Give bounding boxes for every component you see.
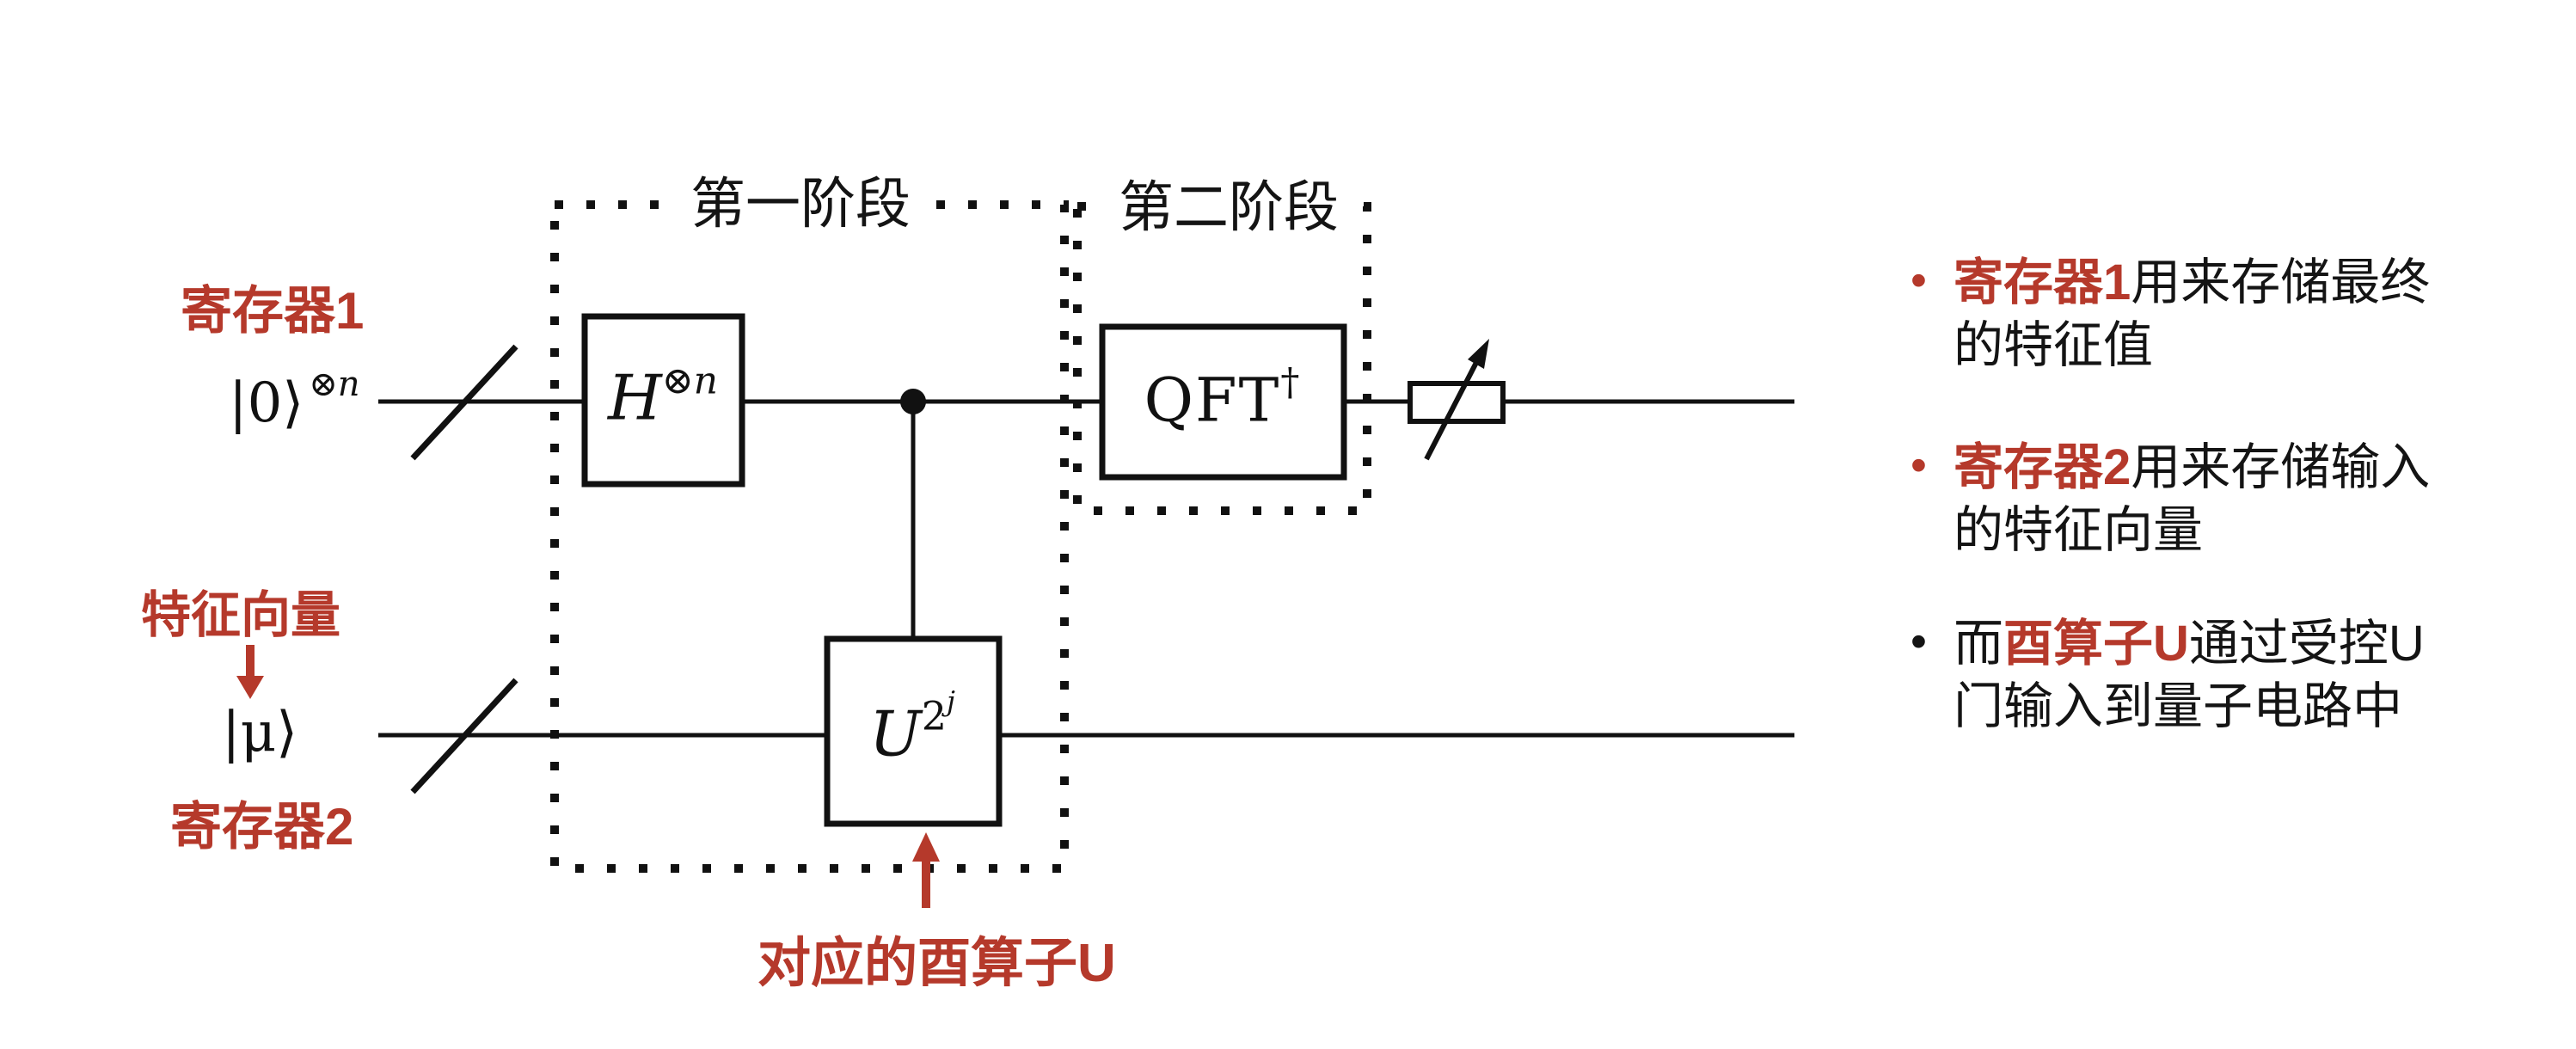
unitary-arrow-head [912, 832, 940, 862]
u-gate-symbol: U [869, 697, 922, 770]
bullet-em: 寄存器1 [1953, 255, 2131, 310]
u-gate-label: U2j [869, 685, 955, 770]
bullet-marker: • [1911, 255, 1927, 306]
qft-dagger: † [1280, 360, 1300, 405]
bullet-em: 寄存器2 [1953, 439, 2131, 495]
bullet-pre: 而 [1953, 616, 2004, 672]
meter-arrow-head [1468, 339, 1489, 369]
ket0-label: |0⟩⊗n [229, 365, 360, 435]
stage2-dotted-box [1073, 202, 1371, 515]
bullet-text: 寄存器1用来存储最终的特征值 [1953, 251, 2469, 377]
ket-mu-close: ⟩ [276, 701, 298, 764]
register2-label: 寄存器2 [170, 798, 354, 856]
bus-slash-top [410, 344, 518, 461]
bullet-marker: • [1911, 439, 1927, 491]
bullet-em: 酉算子U [2003, 616, 2189, 672]
ket-mu-var: μ [240, 701, 277, 764]
u-gate-exp-exp: j [947, 684, 955, 718]
stage2-title: 第二阶段 [1103, 163, 1354, 242]
h-gate-symbol: H [607, 361, 662, 434]
bullet-post: 用来存储输入的特征向量 [1953, 439, 2431, 558]
bullet-register1: • 寄存器1用来存储最终的特征值 [1911, 251, 2478, 377]
register1-label: 寄存器1 [181, 282, 365, 340]
qft-gate-symbol: QFT [1144, 365, 1281, 436]
qft-gate-label: QFT† [1144, 361, 1300, 436]
u-gate-exp-base: 2 [921, 692, 948, 739]
ket0-sup-n: n [337, 365, 360, 404]
eigenvector-arrow-head [236, 676, 264, 699]
h-gate-box [581, 313, 745, 488]
eigenvector-label: 特征向量 [141, 587, 341, 643]
ket-mu-open: | [222, 701, 241, 764]
u-gate-box [824, 635, 1003, 827]
h-gate-label: H⊗n [608, 359, 718, 434]
bullet-marker: • [1911, 616, 1927, 667]
h-gate-sup-otimes: ⊗ [661, 359, 694, 403]
bullet-register2: • 寄存器2用来存储输入的特征向量 [1911, 436, 2478, 561]
bullet-text: 而酉算子U通过受控U门输入到量子电路中 [1953, 612, 2469, 738]
control-dot [900, 389, 926, 414]
bullet-unitary: • 而酉算子U通过受控U门输入到量子电路中 [1911, 612, 2478, 738]
ket0-sup-otimes: ⊗ [309, 365, 338, 404]
unitary-note-label: 对应的酉算子U [757, 934, 1116, 993]
bullet-post: 用来存储最终的特征值 [1953, 255, 2431, 373]
meter-arrow-shaft [1424, 351, 1484, 461]
bullet-post: 通过受控U门输入到量子电路中 [1953, 616, 2425, 734]
ket-mu-label: |μ⟩ [222, 701, 297, 764]
qft-gate-box [1099, 323, 1347, 481]
ket0-base: |0⟩ [229, 371, 304, 435]
stage1-title: 第一阶段 [675, 160, 926, 239]
bullet-text: 寄存器2用来存储输入的特征向量 [1953, 436, 2469, 561]
bus-slash-bottom [410, 678, 518, 794]
h-gate-sup-n: n [693, 359, 719, 403]
